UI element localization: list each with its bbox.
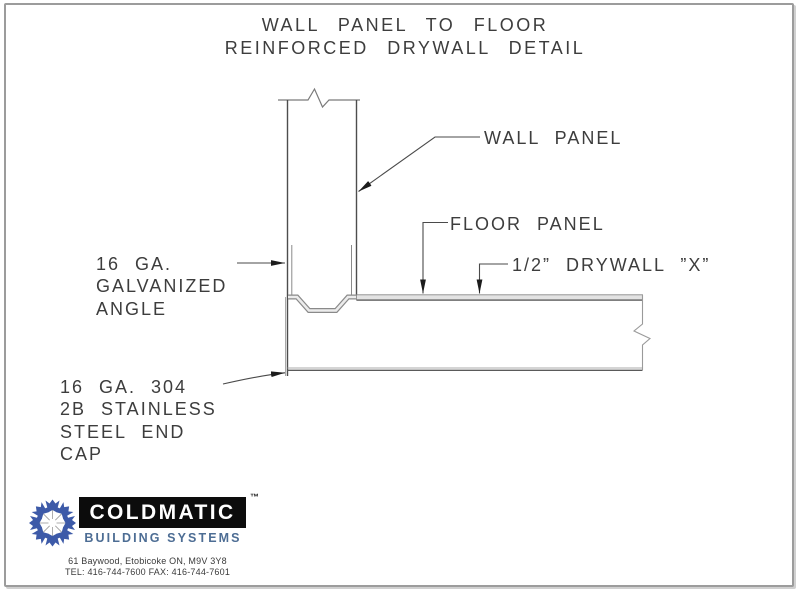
leader-lines bbox=[222, 136, 508, 385]
company-contact: 61 Baywood, Etobicoke ON, M9V 3Y8 TEL: 4… bbox=[25, 556, 270, 577]
angle-channel bbox=[288, 294, 356, 313]
label-end-cap: 16 GA. 304 2B STAINLESS STEEL END CAP bbox=[60, 376, 217, 465]
floor-panel-lines bbox=[287, 367, 643, 371]
angle-line-2: GALVANIZED bbox=[96, 276, 228, 297]
title-line-1: WALL PANEL TO FLOOR bbox=[261, 15, 549, 35]
brand-tagline: BUILDING SYSTEMS bbox=[84, 531, 242, 545]
angle-line-3: ANGLE bbox=[96, 298, 168, 319]
drywall-leader bbox=[476, 263, 508, 294]
company-phone: TEL: 416-744-7600 FAX: 416-744-7601 bbox=[64, 566, 231, 577]
label-galvanized-angle: 16 GA. GALVANIZED ANGLE bbox=[96, 253, 227, 320]
snowflake-icon bbox=[29, 499, 76, 547]
label-wall-panel: WALL PANEL bbox=[484, 128, 623, 148]
break-symbol-right bbox=[632, 295, 651, 370]
angle-line-1: 16 GA. bbox=[96, 254, 173, 274]
end-cap-line-1: 16 GA. 304 bbox=[60, 377, 188, 397]
floor-panel-leader bbox=[420, 221, 448, 294]
break-symbol-top bbox=[278, 87, 360, 109]
company-address: 61 Baywood, Etobicoke ON, M9V 3Y8 bbox=[68, 556, 227, 566]
galvanized-angle-lines bbox=[291, 245, 352, 295]
wall-panel-leader bbox=[358, 136, 480, 192]
end-cap-line-2: 2B STAINLESS bbox=[60, 399, 217, 420]
drawing-title: WALL PANEL TO FLOOR REINFORCED DRYWALL D… bbox=[0, 14, 800, 59]
end-cap-leader bbox=[222, 371, 286, 385]
brand-name: COLDMATIC bbox=[89, 500, 236, 524]
wall-panel-lines bbox=[286, 100, 358, 376]
coldmatic-logo: COLDMATIC bbox=[79, 497, 246, 528]
end-cap-line-4: CAP bbox=[60, 443, 104, 464]
trademark-symbol: ™ bbox=[250, 492, 259, 502]
title-line-2: REINFORCED DRYWALL DETAIL bbox=[224, 37, 586, 58]
label-drywall: 1/2” DRYWALL ”X” bbox=[512, 255, 711, 275]
drywall-layer bbox=[356, 294, 643, 301]
end-cap-line-3: STEEL END bbox=[60, 421, 186, 442]
label-floor-panel: FLOOR PANEL bbox=[450, 214, 605, 234]
